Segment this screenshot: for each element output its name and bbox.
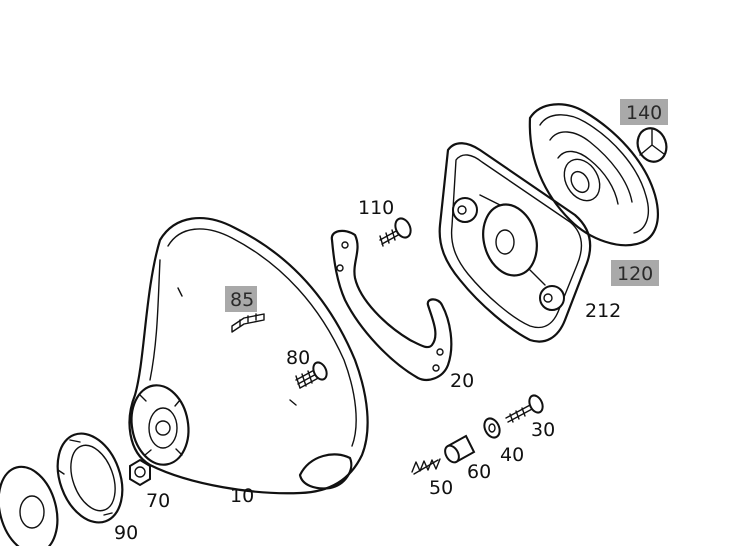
label-212: 212 <box>585 300 621 322</box>
screw-part <box>379 217 412 247</box>
label-90: 90 <box>114 522 138 544</box>
label-20: 20 <box>450 370 474 392</box>
label-30: 30 <box>531 419 555 441</box>
label-50: 50 <box>429 477 453 499</box>
label-85-highlight <box>225 286 257 312</box>
screw-part <box>295 361 328 389</box>
steering-wheel-part <box>128 217 369 495</box>
airbag-cover-part <box>528 103 659 247</box>
label-10: 10 <box>230 485 254 507</box>
label-120-highlight <box>611 260 659 286</box>
label-120: 120 <box>617 263 653 285</box>
label-85: 85 <box>230 289 254 311</box>
label-70: 70 <box>146 490 170 512</box>
bracket-part <box>330 229 453 382</box>
star-emblem-part <box>636 127 668 163</box>
airbag-housing-part <box>438 142 592 343</box>
part-labels: 10 20 30 40 50 60 70 80 85 90 110 120 14… <box>114 99 668 544</box>
contact-ring-part <box>0 432 124 546</box>
sleeve-part <box>444 434 476 464</box>
label-40: 40 <box>500 444 524 466</box>
label-140: 140 <box>626 102 662 124</box>
nut-part <box>129 458 151 487</box>
clip-part <box>231 313 265 333</box>
label-60: 60 <box>467 461 491 483</box>
label-80: 80 <box>286 347 310 369</box>
washer-part <box>483 417 501 439</box>
label-110: 110 <box>358 197 394 219</box>
spring-part <box>411 458 441 475</box>
label-140-highlight <box>620 99 668 125</box>
bolt-part <box>505 394 544 423</box>
